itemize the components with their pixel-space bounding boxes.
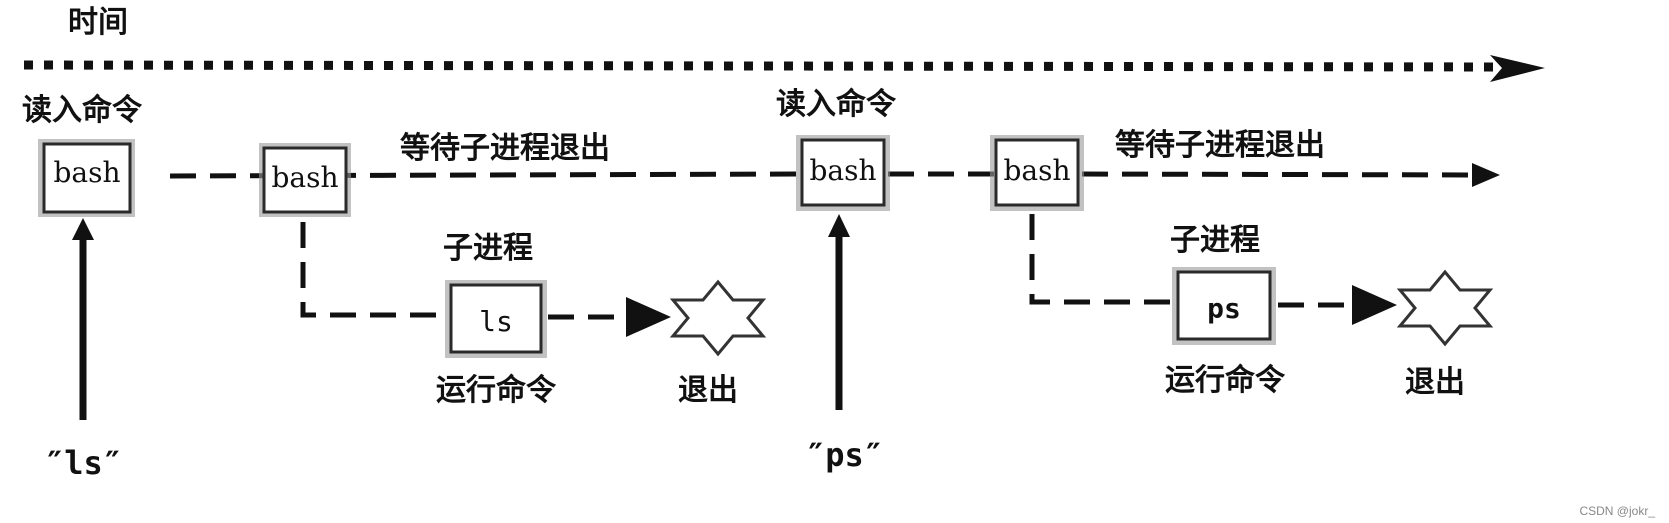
fork-branch-2 [1029, 214, 1178, 305]
ls-box-shadow [445, 280, 547, 358]
run-command-label-2: 运行命令 [1165, 363, 1286, 398]
exit-star-1 [669, 279, 767, 357]
ps-box-shadow [1172, 267, 1276, 345]
bash-box-2-shadow [259, 143, 351, 217]
read-command-label-1: 读入命令 [22, 93, 143, 128]
fork-branch-1 [300, 222, 450, 318]
bash-box-3 [800, 138, 886, 207]
bash-box-4-shadow [990, 135, 1084, 211]
input-arrow-2-head [828, 214, 850, 237]
bash-box-1-label: bash [53, 156, 120, 189]
bash-box-1 [42, 142, 132, 214]
bash-box-3-shadow [796, 135, 890, 211]
run-command-label-1: 运行命令 [436, 373, 557, 408]
time-axis-label: 时间 [68, 5, 128, 40]
bash-box-4-label: bash [1003, 154, 1070, 187]
main-timeline-2-arrowhead [1472, 163, 1500, 187]
read-command-label-2: 读入命令 [776, 87, 897, 122]
bash-box-2-label: bash [271, 161, 338, 194]
bash-box-3-label: bash [809, 154, 876, 187]
time-axis-line [23, 60, 1501, 72]
input-ps-label: ″ps″ [806, 436, 883, 474]
ps-command-label: ps [1207, 292, 1241, 325]
ps-command-box [1176, 270, 1272, 341]
ls-command-box [449, 283, 543, 354]
bash-box-1-shadow [38, 139, 135, 217]
exit-label-1: 退出 [678, 373, 738, 408]
time-axis-arrowhead [1490, 55, 1545, 82]
ls-command-label: ls [479, 305, 513, 338]
child-process-label-2: 子进程 [1170, 223, 1260, 258]
input-ls-label: ″ls″ [45, 444, 122, 482]
wait-child-exit-label-1: 等待子进程退出 [400, 131, 610, 166]
child-process-label-1: 子进程 [443, 231, 533, 266]
main-timeline-2b [1081, 171, 1486, 178]
csdn-watermark: CSDN @jokr_ [1579, 504, 1655, 518]
exit-star-2 [1396, 269, 1494, 347]
bash-box-4 [994, 138, 1080, 207]
wait-child-exit-label-2: 等待子进程退出 [1115, 128, 1325, 163]
bash-box-2 [262, 146, 348, 214]
exit-label-2: 退出 [1405, 365, 1465, 400]
input-arrow-1-head [72, 218, 94, 240]
